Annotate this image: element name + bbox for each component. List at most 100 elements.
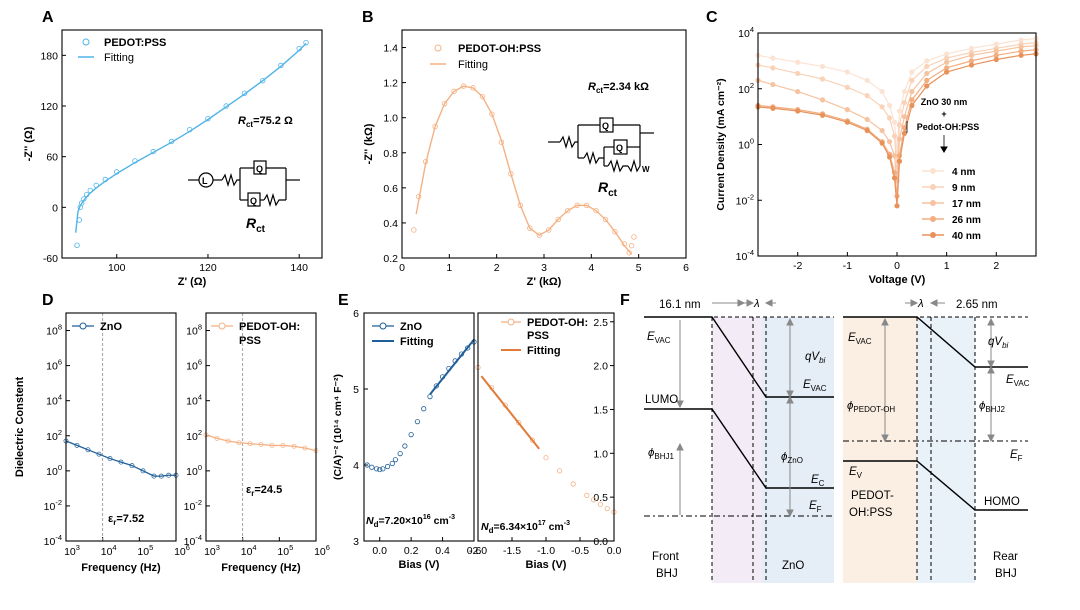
data-point [377, 466, 383, 473]
data-point [795, 108, 801, 114]
legend-a-marker [82, 38, 90, 46]
x-tick-label: -1.5 [503, 545, 521, 557]
y-tick-label: 106 [46, 358, 62, 373]
data-point [968, 62, 975, 68]
data-point [1018, 44, 1024, 50]
legend-d-right-label-1: PEDOT-OH: [239, 321, 300, 333]
chart-d-right-frame [205, 312, 317, 542]
data-point [886, 102, 893, 109]
x-tick-label: -0.5 [571, 545, 589, 557]
evac-zno-sub: VAC [811, 384, 827, 393]
y-tick-label: 3 [353, 536, 359, 548]
data-point [380, 466, 386, 472]
data-point [291, 443, 297, 449]
y-tick-label: 0 [52, 202, 58, 214]
panel-letter-e: E [338, 292, 349, 309]
phi-bhj1-sub: BHJ1 [654, 452, 674, 461]
arrow-icon [987, 434, 995, 443]
panel-letters: A B C D E F [42, 9, 718, 309]
vacuum-level-right [843, 316, 1028, 368]
data-point [1018, 48, 1024, 54]
arrow-icon [881, 434, 889, 443]
x-tick-label: 120 [199, 262, 217, 274]
circuit-b-q2-label: Q [616, 143, 623, 153]
qvbi-left-sub: bi [819, 356, 825, 365]
data-point [225, 438, 231, 444]
legend-c-marker [930, 200, 936, 206]
eps-left-sub: r [113, 518, 116, 527]
data-point [864, 127, 870, 134]
evac-pedot-sub: VAC [856, 337, 872, 346]
x-tick-label: 2 [494, 262, 500, 274]
legend-c-header-1: ZnO 30 nm [921, 97, 968, 107]
circuit-a-rct-sub: ct [256, 224, 266, 235]
fit-line [480, 375, 540, 450]
data-point [909, 77, 915, 83]
data-point [584, 492, 590, 498]
x-axis-label: Voltage (V) [869, 274, 926, 286]
y-tick-label: 10-4 [44, 533, 62, 548]
data-point [527, 225, 533, 231]
evac-zno-label: EVAC [803, 379, 827, 393]
ef-left-label: EF [809, 500, 822, 514]
data-point [529, 437, 536, 443]
arrow-icon [987, 317, 995, 326]
y-tick-label: 0.4 [383, 218, 398, 230]
data-point [901, 100, 908, 106]
data-point [96, 451, 102, 457]
legend-a-data-label: PEDOT:PSS [104, 37, 166, 49]
series-line [65, 440, 176, 477]
nd-left-unit-exp: -3 [449, 514, 455, 521]
data-point [924, 58, 930, 64]
data-point [819, 63, 826, 70]
evac-left-label: EVAC [647, 331, 671, 345]
data-point [626, 250, 632, 256]
data-point [214, 435, 220, 441]
legend-e-left-data-label: ZnO [400, 321, 422, 333]
x-tick-label: 5 [636, 262, 642, 274]
ef-right-symbol: E [1010, 449, 1018, 461]
qvbi-left-symbol: qV [805, 351, 820, 363]
x-tick-label: 2 [993, 260, 999, 272]
data-point [546, 227, 552, 233]
arrow-icon [764, 299, 773, 307]
x-axis-label: Frequency (Hz) [81, 562, 161, 574]
x-axis-label: Frequency (Hz) [221, 562, 301, 574]
data-point [879, 140, 885, 146]
data-point [543, 455, 549, 461]
data-point [427, 393, 433, 400]
data-point [78, 200, 85, 206]
legend-e-right-data-label-2: PSS [527, 330, 549, 342]
circuit-b-rct: Rct [598, 179, 618, 199]
eps-right-symbol: ε [246, 484, 252, 496]
data-point [844, 107, 850, 113]
legend-c-label: 9 nm [952, 183, 975, 194]
qvbi-left-label: qVbi [805, 351, 826, 365]
legend-e-right-fit-label: Fitting [527, 345, 561, 357]
data-point [819, 112, 826, 118]
data-point [993, 52, 999, 58]
data-point [844, 119, 850, 125]
arrow-icon [987, 365, 995, 374]
ev-symbol: E [849, 466, 857, 478]
eps-right-value: =24.5 [254, 484, 282, 496]
resistor-icon [221, 172, 240, 188]
lumo-label: LUMO [645, 394, 678, 406]
data-point [993, 56, 999, 63]
data-point [864, 77, 870, 83]
data-point [894, 203, 900, 209]
x-tick-label: 0.0 [607, 545, 622, 557]
legend-c-marker [930, 184, 936, 190]
data-point [364, 462, 370, 468]
data-point [408, 431, 414, 438]
data-point [118, 459, 124, 465]
eps-right-sub: r [251, 489, 254, 498]
data-point [864, 93, 870, 99]
data-point [770, 55, 776, 61]
x-tick-label: 0.6 [467, 545, 482, 557]
